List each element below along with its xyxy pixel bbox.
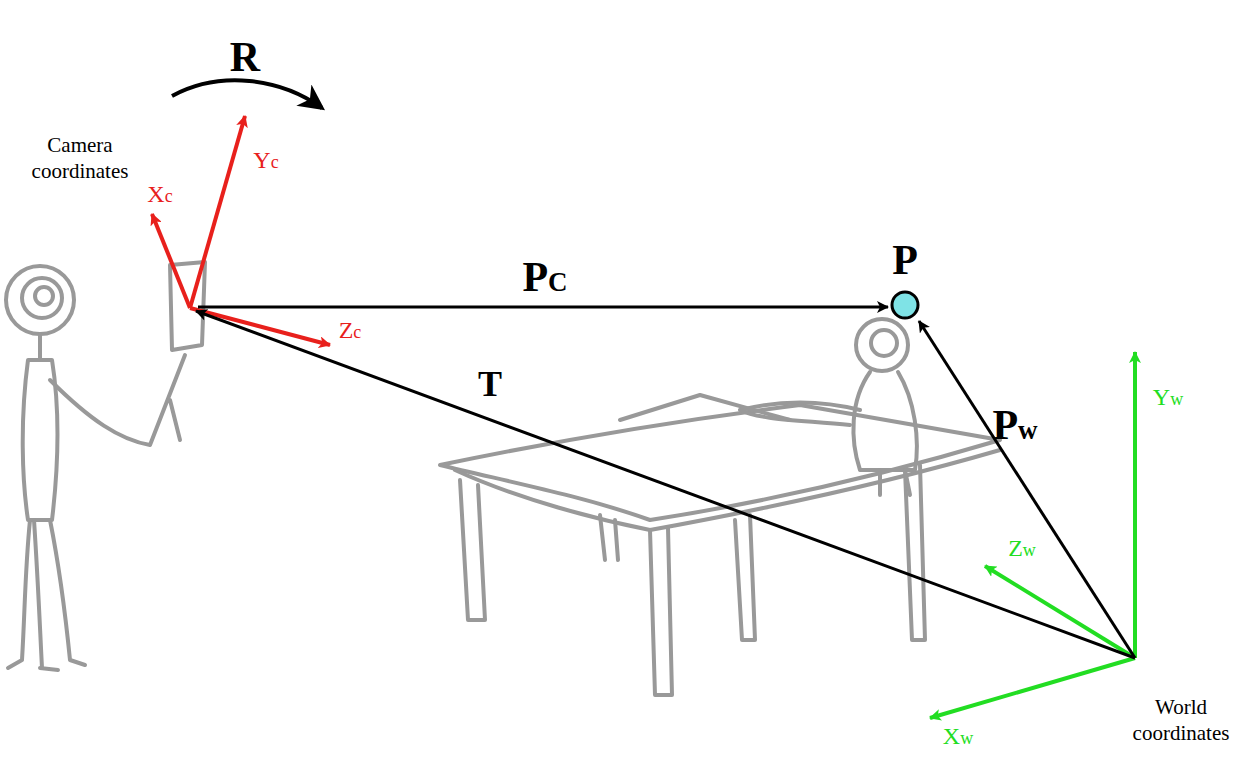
axis-label: Yc [253, 145, 278, 175]
rotation-label: R [230, 31, 260, 84]
axis-label: Zw [1008, 533, 1036, 563]
point-p [892, 292, 918, 318]
camera-axes [152, 116, 330, 345]
sketch [6, 262, 205, 670]
vector-label: PC [522, 251, 567, 304]
axis-label: Xc [147, 179, 172, 209]
frame-title: Camera coordinates [20, 132, 140, 185]
frame-title: World coordinates [1126, 694, 1236, 747]
vectors [196, 307, 1135, 658]
vector-label: Pw [992, 399, 1037, 452]
axis-label: Yw [1153, 382, 1183, 412]
seated-person-sketch [740, 319, 917, 495]
vector-label: T [478, 362, 502, 407]
point-label: P [892, 234, 918, 287]
rotation-arrow [172, 80, 322, 108]
axis-label: Xw [943, 721, 973, 751]
axis-label: Zc [339, 315, 362, 345]
world-axes [930, 352, 1135, 718]
